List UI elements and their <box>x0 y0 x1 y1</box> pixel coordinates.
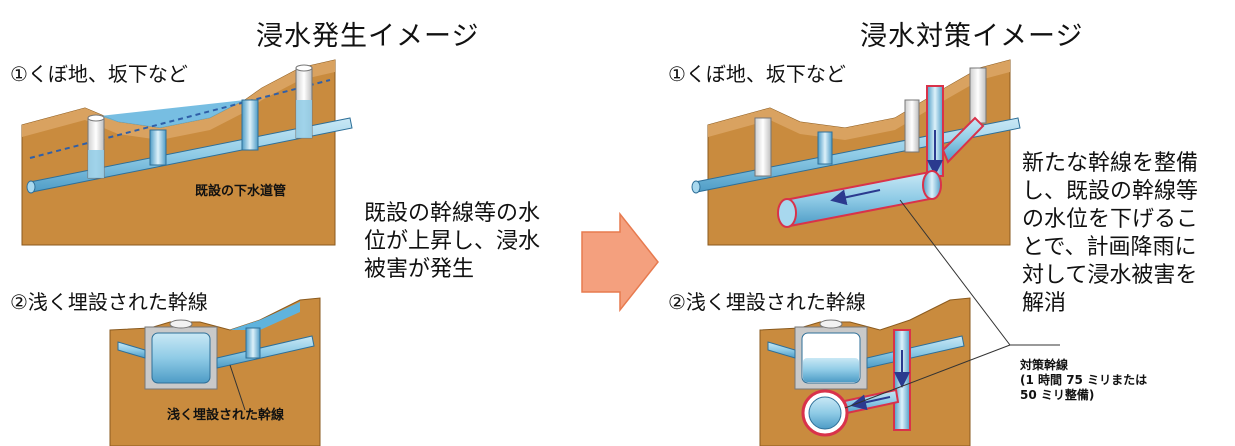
shallow-trunk-box <box>794 319 868 390</box>
manhole <box>87 114 105 179</box>
manhole <box>904 99 920 153</box>
new-trunk-shaft <box>838 329 911 431</box>
description-line: 解消 <box>1022 291 1067 316</box>
right-case2-label: ②浅く埋設された幹線 <box>668 290 866 314</box>
description-line: 被害が発生 <box>364 257 475 282</box>
manhole <box>754 117 772 177</box>
new-trunk-tunnel-section <box>801 389 849 437</box>
left-title: 浸水発生イメージ <box>256 21 480 52</box>
flood-water <box>100 100 245 128</box>
description-line: 既設の幹線等の水 <box>364 201 541 226</box>
new-trunk-tunnel <box>777 170 942 228</box>
left-case1-label: ①くぼ地、坂下など <box>10 62 188 86</box>
trunk-note-line: 50 ミリ整備) <box>1020 388 1095 402</box>
description-line: とで、計画降雨に <box>1022 235 1197 260</box>
description-line: 位が上昇し、浸水 <box>364 229 541 254</box>
description-line: の水位を下げるこ <box>1022 207 1199 232</box>
leader-line <box>229 364 246 411</box>
manhole <box>817 131 833 165</box>
description-line: し、既設の幹線等 <box>1022 179 1199 204</box>
shallow-trunk-pipe <box>866 335 965 369</box>
right-description: 新たな幹線を整備 し、既設の幹線等 の水位を下げるこ とで、計画降雨に 対して浸… <box>1022 150 1227 318</box>
left-case2-label: ②浅く埋設された幹線 <box>10 290 208 314</box>
manhole <box>241 99 259 151</box>
trunk-note: 対策幹線 (1 時間 75 ミリまたは 50 ミリ整備) <box>1020 358 1190 403</box>
right-scene-shallow <box>759 297 971 446</box>
left-scene-hollow <box>21 59 353 246</box>
shallow-trunk-box <box>144 319 218 390</box>
transition-arrow <box>581 211 659 313</box>
shallow-trunk-label: 浅く埋設された幹線 <box>167 408 285 423</box>
right-title: 浸水対策イメージ <box>860 21 1084 52</box>
manhole <box>245 327 261 359</box>
right-scene-hollow <box>691 59 1021 246</box>
manhole <box>295 64 313 139</box>
manhole <box>969 67 987 124</box>
leader-line <box>844 344 1011 409</box>
description-line: 対して浸水被害を <box>1022 263 1198 288</box>
inlet-pipe <box>117 341 146 359</box>
inlet-pipe <box>767 341 796 359</box>
manhole <box>149 129 167 166</box>
water-level-line <box>29 79 331 159</box>
right-case1-label: ①くぼ地、坂下など <box>668 62 846 86</box>
existing-pipe-label: 既設の下水道管 <box>195 184 287 199</box>
trunk-note-line: (1 時間 75 ミリまたは <box>1020 373 1148 387</box>
trunk-note-line: 対策幹線 <box>1020 358 1069 372</box>
left-scene-shallow <box>109 297 321 446</box>
description-line: 新たな幹線を整備 <box>1022 151 1199 176</box>
soil-top-face <box>708 60 1010 140</box>
shallow-trunk-pipe <box>216 335 315 369</box>
middle-description: 既設の幹線等の水 位が上昇し、浸水 被害が発生 <box>364 200 574 284</box>
flood-water <box>230 302 300 330</box>
